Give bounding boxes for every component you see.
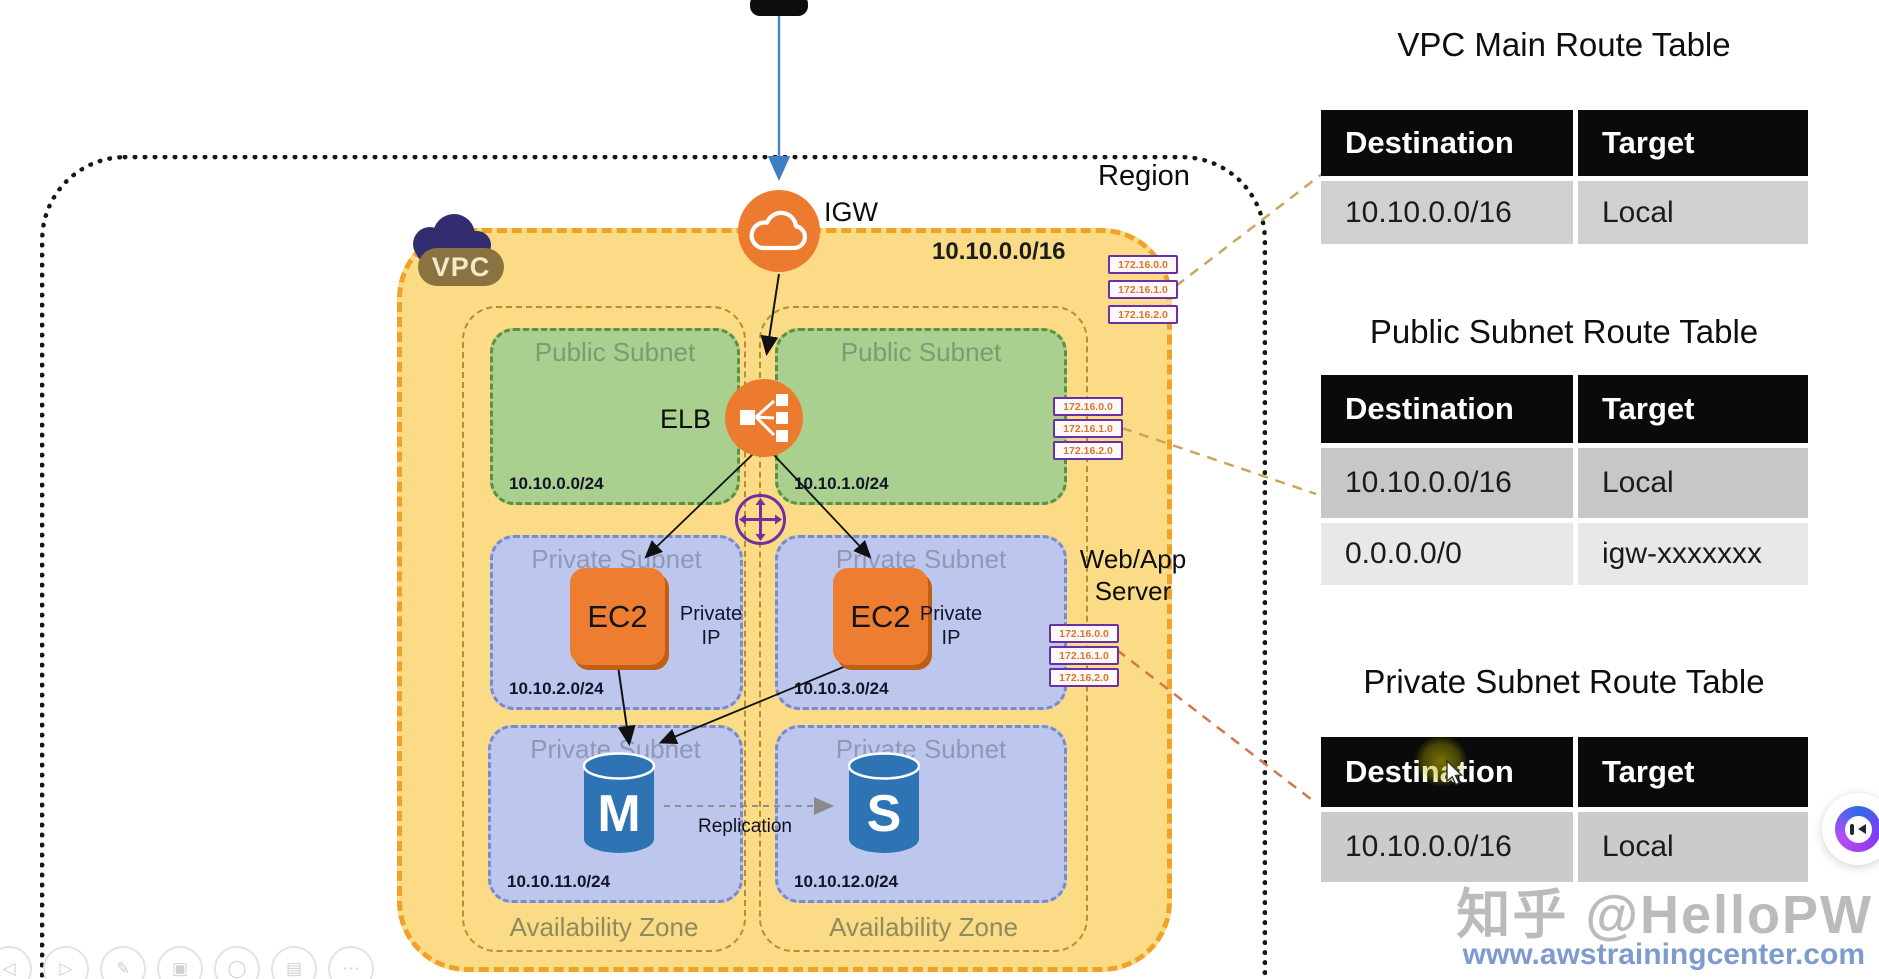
column-header: Target [1578,375,1808,443]
subnet-label: Public Subnet [840,337,1002,367]
stamp-icon: ▣ [171,959,189,978]
table-cell: 0.0.0.0/0 [1321,523,1573,585]
private-ip-line1: Private [919,603,983,625]
column-header: Target [1578,110,1808,176]
ip-chip: 172.16.2.0 [1108,305,1178,324]
web-app-line1: Web/App [1079,544,1187,574]
private-ip-line2: IP [701,627,721,649]
vpc-main-route-table: Destination Target 10.10.0.0/16 Local [1321,110,1808,244]
subnet-cidr: 10.10.3.0/24 [794,679,889,698]
elb-label: ELB [660,404,712,434]
private-subnet-route-table: Destination Target 10.10.0.0/16 Local [1321,737,1808,882]
magnifier-button[interactable]: ◯ [214,946,260,979]
ip-chip: 172.16.0.0 [1053,397,1123,416]
mouse-cursor [1446,760,1464,786]
more-icon: ⋯ [342,959,360,978]
table-cell: igw-xxxxxxx [1578,523,1808,585]
elb-icon [725,379,803,457]
ip-chip: 172.16.1.0 [1049,646,1119,665]
table-cell: 10.10.0.0/16 [1321,181,1573,244]
az-label-left: Availability Zone [509,912,699,942]
web-app-server-note: Web/App Server [1063,543,1203,607]
ip-chip: 172.16.0.0 [1049,624,1119,643]
ip-chip: 172.16.1.0 [1108,280,1178,299]
vpc-badge: VPC [418,248,504,286]
db-master-letter: M [597,785,640,843]
ip-chip: 172.16.0.0 [1108,255,1178,274]
vpc-main-route-table-title: VPC Main Route Table [1397,26,1731,63]
vpc-cidr-label: 10.10.0.0/16 [932,238,1066,265]
crossed-arrows-glyph [735,494,786,545]
next-icon: ▷ [59,959,73,978]
assistant-face-icon [1844,815,1872,843]
assistant-eye-right [1858,824,1866,834]
assistant-eye-left [1850,823,1854,835]
more-button[interactable]: ⋯ [328,946,374,979]
ip-chip: 172.16.2.0 [1053,441,1123,460]
presenter-toolbar: ◁ ▷ ✎ ▣ ◯ ▤ ⋯ [0,946,374,979]
watermark-author: 知乎 @HelloPW [1456,885,1873,945]
ec2-instance-right: EC2 [833,568,928,665]
database-standby-icon: S [845,751,923,862]
next-slide-button[interactable]: ▷ [43,946,89,979]
subnet-cidr: 10.10.2.0/24 [509,679,604,698]
router-icon [733,492,788,547]
subnet-cidr: 10.10.1.0/24 [794,474,889,493]
availability-zone-left [462,306,746,952]
watermark-site: www.awstrainingcenter.com [1462,938,1865,971]
region-boundary [40,155,1267,979]
previous-icon: ◁ [2,959,16,978]
replication-label: Replication [698,816,792,837]
web-app-line2: Server [1094,576,1172,606]
screen-icon: ▤ [285,959,303,978]
private-ip-note-right: Private IP [912,602,990,650]
private-ip-note-left: Private IP [672,602,750,650]
column-header: Destination [1321,110,1573,176]
assistant-ring-icon [1835,806,1879,852]
public-subnet-route-table-title: Public Subnet Route Table [1369,313,1759,350]
subnet-cidr: 10.10.11.0/24 [507,872,611,891]
cloud-glyph [749,210,807,251]
table-cell: 10.10.0.0/16 [1321,448,1573,518]
stamp-button[interactable]: ▣ [157,946,203,979]
ip-chip: 172.16.2.0 [1049,668,1119,687]
screen-button[interactable]: ▤ [271,946,317,979]
region-label: Region [1098,160,1190,192]
column-header: Destination [1321,375,1573,443]
previous-slide-button[interactable]: ◁ [0,946,32,979]
vpc-cloud-icon: VPC [398,208,518,294]
internet-gateway-icon [738,190,820,272]
subnet-cidr: 10.10.12.0/24 [794,872,898,891]
ip-chip: 172.16.1.0 [1053,419,1123,438]
column-header: Target [1578,737,1808,807]
private-subnet-route-table-title: Private Subnet Route Table [1363,663,1765,700]
table-cell: Local [1578,448,1808,518]
subnet-label: Public Subnet [534,337,696,367]
igw-label: IGW [824,197,878,227]
public-subnet-route-table: Destination Target 10.10.0.0/16 Local 0.… [1321,375,1808,585]
subnet-cidr: 10.10.0.0/24 [509,474,604,493]
cursor-highlight [1414,735,1468,787]
table-cell: Local [1578,812,1808,882]
public-subnet-right: Public Subnet 10.10.1.0/24 [775,328,1067,505]
magnifier-icon: ◯ [227,959,247,978]
table-cell: 10.10.0.0/16 [1321,812,1573,882]
db-standby-letter: S [867,785,902,843]
table-cell: Local [1578,181,1808,244]
pen-button[interactable]: ✎ [100,946,146,979]
private-ip-line2: IP [941,627,961,649]
database-master-icon: M [580,751,658,862]
pen-icon: ✎ [115,959,131,978]
az-label-right: Availability Zone [829,912,1018,942]
private-ip-line1: Private [679,603,743,625]
ec2-instance-left: EC2 [570,568,665,665]
internet-source-tab [750,0,808,16]
assistant-floating-button[interactable] [1822,793,1879,865]
load-balancer-glyph [740,394,788,442]
